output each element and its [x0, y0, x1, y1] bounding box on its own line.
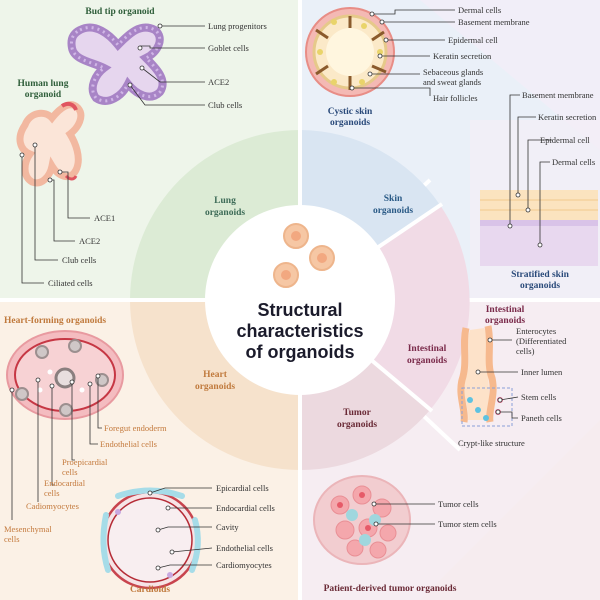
stratified-skin-title-line-1: Stratified skin — [511, 270, 569, 280]
center-title-line-1: Structural — [257, 300, 343, 320]
label-ace1: ACE1 — [94, 213, 116, 223]
cardioid-leaders — [147, 487, 213, 571]
sector-tumor-line-2: organoids — [336, 419, 378, 430]
label-sweat-glands: and sweat glands — [423, 77, 482, 87]
label-ace2-lung: ACE2 — [79, 236, 101, 246]
label-tumor-cells: Tumor cells — [438, 499, 479, 509]
cardioids-title: Cardioids — [129, 585, 171, 595]
heart-forming-organoid-icon — [6, 330, 124, 420]
sector-lung-line-2: organoids — [204, 207, 246, 218]
center-circle — [205, 205, 395, 395]
sector-label-tumor: Tumor organoids — [322, 408, 392, 431]
label-club-cells-lung: Club cells — [62, 255, 97, 265]
label-tumor-stem-cells: Tumor stem cells — [438, 519, 497, 529]
label-crypt-like-structure: Crypt-like structure — [458, 438, 525, 448]
center-title-line-3: of organoids — [245, 342, 355, 362]
label-epidermal-cell-cystic: Epidermal cell — [448, 35, 498, 45]
label-goblet-cells: Goblet cells — [208, 43, 249, 53]
label-basement-membrane-strat: Basement membrane — [522, 90, 594, 100]
sector-heart-line-2: organoids — [194, 381, 236, 392]
label-keratin-secretion-cystic: Keratin secretion — [433, 51, 492, 61]
label-paneth-cells: Paneth cells — [521, 413, 562, 423]
sector-skin-line-2: organoids — [372, 205, 414, 216]
label-basement-membrane-cystic: Basement membrane — [458, 17, 530, 27]
cystic-skin-title: Cystic skin organoids — [315, 107, 385, 129]
label-lung-progenitors: Lung progenitors — [208, 21, 267, 31]
bud-tip-leaders — [127, 23, 205, 106]
sector-label-intestinal: Intestinal organoids — [392, 344, 462, 367]
center-title: Structural characteristics of organoids — [230, 300, 370, 363]
tumor-organoid-icon — [313, 475, 411, 565]
intestinal-title: Intestinal organoids — [470, 305, 540, 327]
label-ciliated-cells: Ciliated cells — [48, 278, 93, 288]
sector-heart-line-1: Heart — [203, 370, 227, 380]
label-mesenchymal: Mesenchymal — [4, 524, 52, 534]
label-endocardial-cells-cardioid: Endocardial cells — [216, 503, 275, 513]
human-lung-title-line-2: organoid — [24, 90, 62, 100]
sector-tumor-line-1: Tumor — [343, 408, 371, 418]
center-title-line-2: characteristics — [236, 321, 364, 341]
label-cadiomyocytes: Cadiomyocytes — [26, 501, 79, 511]
human-lung-leaders — [19, 142, 90, 284]
label-enterocytes: Enterocytes — [516, 326, 557, 336]
human-lung-title-line-1: Human lung — [17, 79, 69, 89]
stratified-skin-title-line-2: organoids — [519, 281, 561, 291]
human-lung-title: Human lung organoid — [4, 79, 82, 101]
sector-label-lung: Lung organoids — [190, 196, 260, 219]
sector-intestinal-line-1: Intestinal — [407, 344, 447, 354]
human-lung-organoid-icon — [16, 101, 85, 187]
bud-tip-title: Bud tip organoid — [85, 7, 155, 17]
label-dermal-cells-cystic: Dermal cells — [458, 5, 502, 15]
intestinal-title-line-1: Intestinal — [485, 305, 525, 315]
label-ace2-bud: ACE2 — [208, 77, 230, 87]
label-proepicardial-cells: cells — [62, 467, 78, 477]
heart-forming-leaders — [9, 373, 102, 520]
cystic-skin-leaders — [349, 9, 455, 96]
skin-corner-bg — [420, 0, 600, 150]
cystic-skin-title-line-1: Cystic skin — [327, 107, 373, 117]
label-differentiated: (Differentiated — [516, 336, 567, 346]
tumor-title: Patient-derived tumor organoids — [323, 584, 457, 594]
label-keratin-secretion-strat: Keratin secretion — [538, 112, 597, 122]
label-endocardial-cells-heart: cells — [44, 488, 60, 498]
label-club-cells-bud: Club cells — [208, 100, 243, 110]
stratified-skin-organoid-icon — [480, 190, 598, 266]
sector-label-heart: Heart organoids — [180, 370, 250, 393]
label-sebaceous-glands: Sebaceous glands — [423, 67, 484, 77]
intestinal-leaders — [475, 337, 519, 419]
sector-label-skin: Skin organoids — [358, 194, 428, 217]
label-dermal-cells-strat: Dermal cells — [552, 157, 596, 167]
heart-forming-title: Heart-forming organoids — [4, 316, 107, 326]
label-epicardial-cells: Epicardial cells — [216, 483, 269, 493]
tumor-leaders — [371, 501, 435, 527]
label-epidermal-cell-strat: Epidermal cell — [540, 135, 590, 145]
label-differentiated-cells: cells) — [516, 346, 535, 356]
label-cavity: Cavity — [216, 522, 239, 532]
label-stem-cells: Stem cells — [521, 392, 557, 402]
sector-lung-line-1: Lung — [214, 196, 236, 206]
label-hair-follicles: Hair follicles — [433, 93, 478, 103]
stratified-skin-title: Stratified skin organoids — [490, 270, 590, 292]
sector-skin-line-1: Skin — [383, 194, 403, 204]
label-foregut-endoderm: Foregut endoderm — [104, 423, 167, 433]
label-cardiomyocytes: Cardiomyocytes — [216, 560, 272, 570]
intestinal-title-line-2: organoids — [484, 316, 526, 326]
label-proepicardial: Proepicardial — [62, 457, 108, 467]
label-mesenchymal-cells: cells — [4, 534, 20, 544]
stratified-skin-leaders — [507, 94, 552, 248]
label-inner-lumen: Inner lumen — [521, 367, 563, 377]
label-endothelial-cells-heart: Endothelial cells — [100, 439, 157, 449]
cardioid-icon — [100, 487, 201, 590]
organoid-spheres-icon — [273, 223, 335, 288]
cystic-skin-title-line-2: organoids — [329, 118, 371, 128]
sector-intestinal-line-2: organoids — [406, 355, 448, 366]
label-endothelial-cells-cardioid: Endothelial cells — [216, 543, 273, 553]
label-endocardial: Endocardial — [44, 478, 86, 488]
